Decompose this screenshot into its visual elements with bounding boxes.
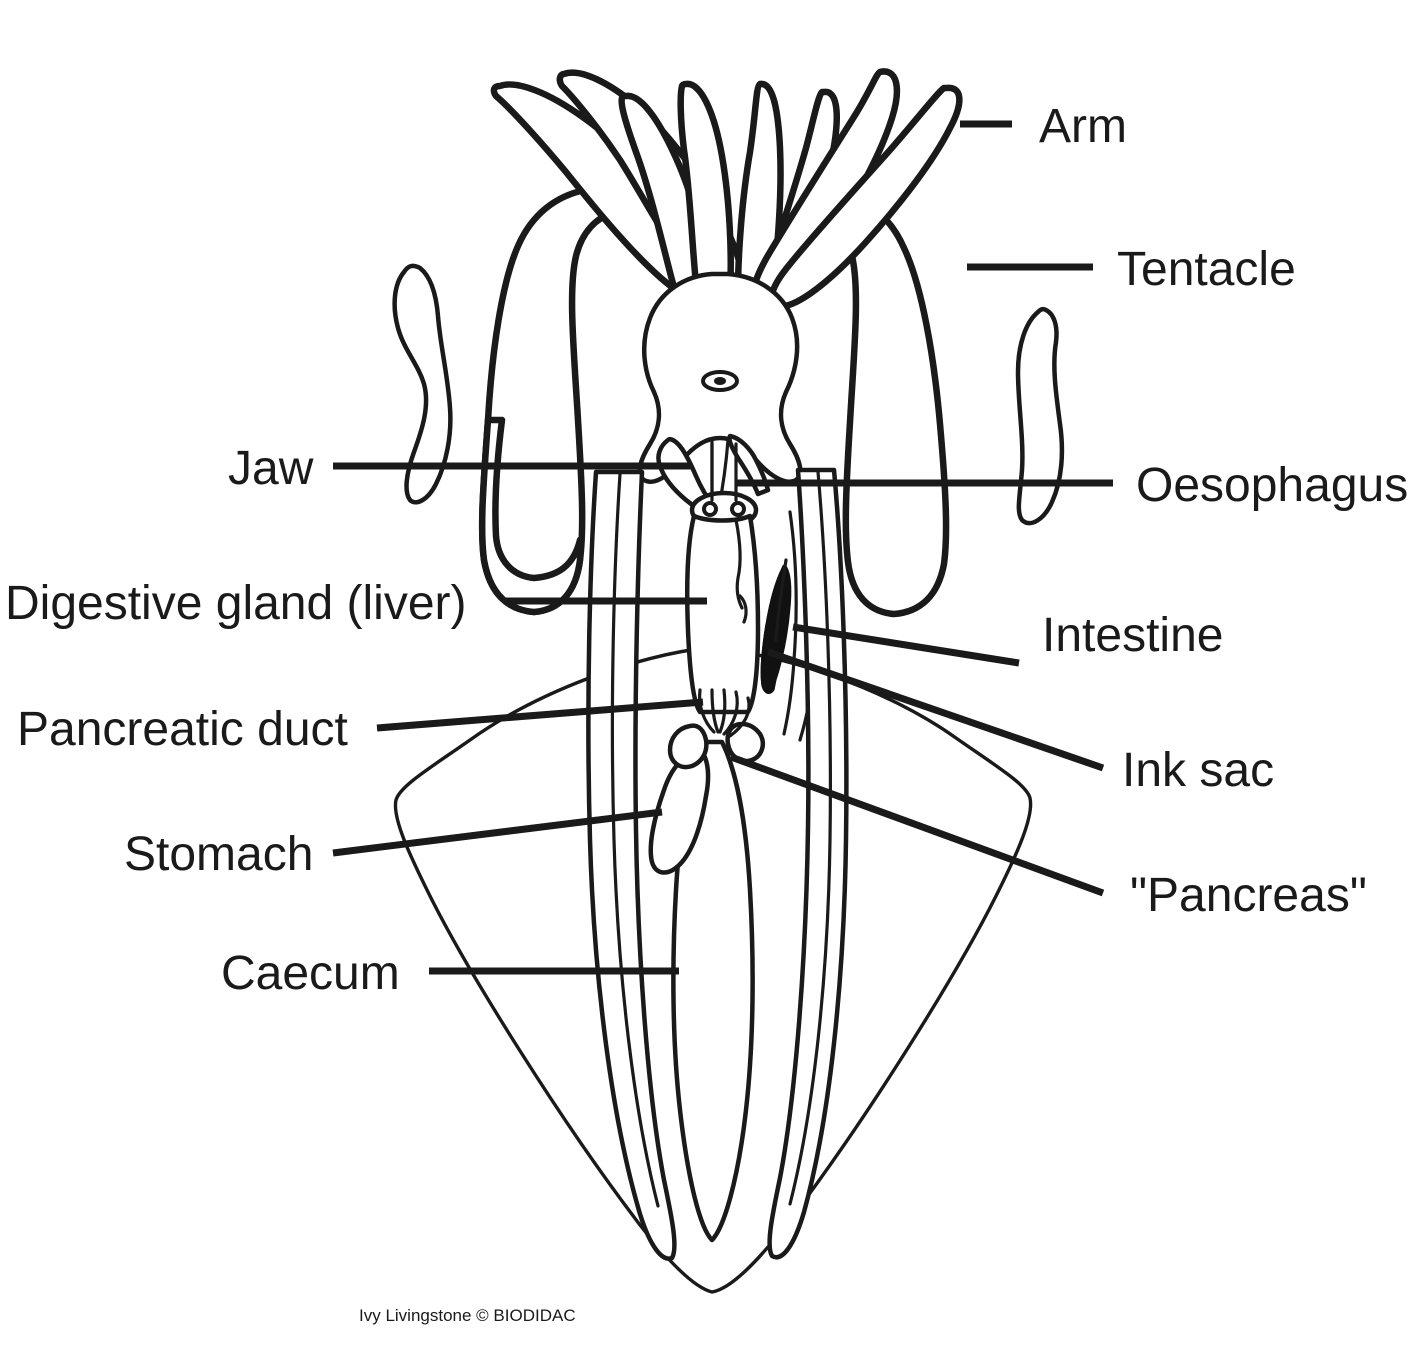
leader-lines — [332, 120, 1113, 975]
label-pancreas: "Pancreas" — [1130, 869, 1367, 922]
digestive-gland-liver — [685, 490, 761, 715]
pancreatic-duct — [698, 688, 751, 738]
tentacle-club-right — [1015, 306, 1065, 526]
oesophagus — [710, 442, 738, 502]
oesophagus-lumen-left — [702, 501, 718, 517]
credit-line: Ivy Livingstone © BIODIDAC — [359, 1306, 576, 1325]
caecum — [671, 739, 755, 1243]
stomach — [648, 749, 711, 875]
labels-group: Arm Tentacle Jaw Oesophagus Digestive gl… — [5, 100, 1408, 1000]
tentacle-club-left — [392, 263, 453, 505]
label-tentacle: Tentacle — [1117, 243, 1296, 296]
pancreas — [667, 721, 765, 770]
label-arm: Arm — [1039, 100, 1127, 153]
label-intestine: Intestine — [1042, 609, 1223, 662]
arms-group — [490, 68, 963, 334]
label-oesophagus: Oesophagus — [1136, 459, 1408, 512]
leader-pancreatic-duct — [376, 698, 704, 732]
label-ink-sac: Ink sac — [1122, 744, 1274, 797]
tentacle-left — [478, 186, 618, 616]
head-buccal-mass — [637, 271, 803, 484]
label-digestive-gland: Digestive gland (liver) — [5, 577, 467, 630]
leader-intestine — [792, 623, 1020, 667]
label-stomach: Stomach — [124, 828, 313, 881]
leader-pancreas — [729, 753, 1105, 897]
leader-ink-sac — [766, 648, 1105, 772]
mantle-inner-walls — [586, 467, 849, 1261]
mouth-aperture — [714, 377, 726, 385]
label-jaw: Jaw — [228, 442, 314, 495]
leader-stomach — [332, 808, 663, 857]
oesophagus-lumen-right — [730, 501, 746, 517]
label-pancreatic-duct: Pancreatic duct — [17, 703, 348, 756]
label-caecum: Caecum — [221, 947, 400, 1000]
